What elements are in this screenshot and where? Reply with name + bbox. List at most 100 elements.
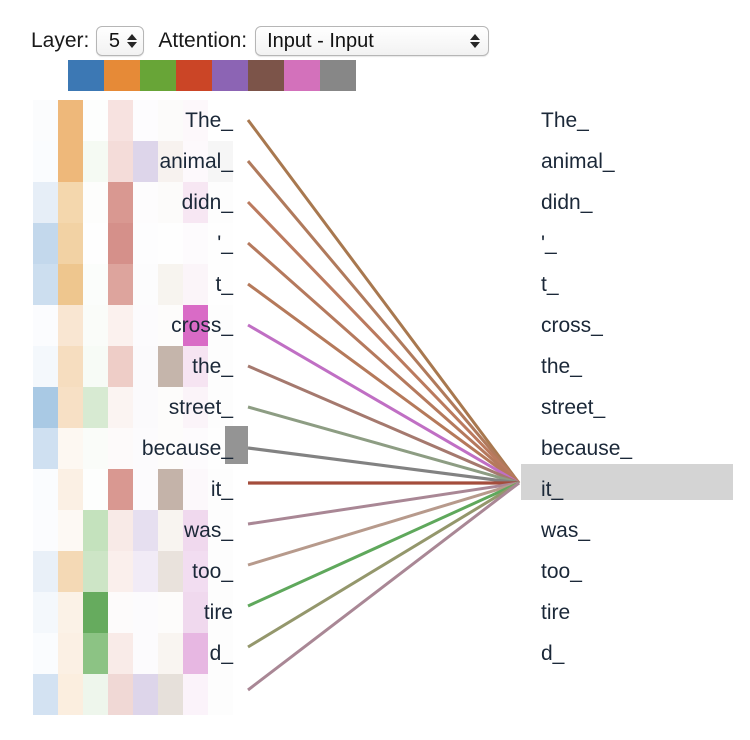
heatmap-cell-2-6[interactable]: [183, 182, 208, 223]
heatmap-cell-10-3[interactable]: [108, 510, 133, 551]
head-swatch-4[interactable]: [212, 60, 248, 91]
heatmap-cell-6-2[interactable]: [83, 346, 108, 387]
heatmap-cell-14-0[interactable]: [33, 674, 58, 715]
heatmap-cell-14-5[interactable]: [158, 674, 183, 715]
source-token-10[interactable]: was_: [183, 519, 233, 542]
heatmap-cell-3-3[interactable]: [108, 223, 133, 264]
target-token-3[interactable]: '_: [541, 232, 557, 255]
source-token-6[interactable]: the_: [192, 355, 233, 378]
target-token-0[interactable]: The_: [541, 109, 589, 132]
heatmap-cell-14-4[interactable]: [133, 674, 158, 715]
heatmap-cell-12-6[interactable]: [183, 592, 208, 633]
heatmap-cell-0-2[interactable]: [83, 100, 108, 141]
source-token-3[interactable]: '_: [217, 232, 233, 255]
heatmap-cell-13-1[interactable]: [58, 633, 83, 674]
heatmap-cell-3-1[interactable]: [58, 223, 83, 264]
heatmap-cell-9-2[interactable]: [83, 469, 108, 510]
heatmap-cell-3-2[interactable]: [83, 223, 108, 264]
heatmap-cell-12-4[interactable]: [133, 592, 158, 633]
heatmap-cell-11-1[interactable]: [58, 551, 83, 592]
heatmap-cell-5-4[interactable]: [133, 305, 158, 346]
heatmap-cell-7-1[interactable]: [58, 387, 83, 428]
heatmap-cell-0-4[interactable]: [133, 100, 158, 141]
heatmap-cell-13-6[interactable]: [183, 633, 208, 674]
heatmap-cell-9-4[interactable]: [133, 469, 158, 510]
heatmap-cell-10-2[interactable]: [83, 510, 108, 551]
heatmap-cell-3-0[interactable]: [33, 223, 58, 264]
head-swatch-5[interactable]: [248, 60, 284, 91]
heatmap-cell-9-1[interactable]: [58, 469, 83, 510]
layer-spinner[interactable]: [127, 34, 138, 48]
heatmap-cell-14-3[interactable]: [108, 674, 133, 715]
heatmap-cell-5-6[interactable]: [183, 305, 208, 346]
heatmap-cell-1-6[interactable]: [183, 141, 208, 182]
heatmap-cell-7-6[interactable]: [183, 387, 208, 428]
head-swatch-1[interactable]: [104, 60, 140, 91]
heatmap-cell-0-6[interactable]: [183, 100, 208, 141]
target-token-2[interactable]: didn_: [541, 191, 593, 214]
target-token-10[interactable]: was_: [541, 519, 591, 542]
attention-select[interactable]: Input - Input: [255, 26, 490, 56]
heatmap-cell-7-2[interactable]: [83, 387, 108, 428]
heatmap-cell-6-6[interactable]: [183, 346, 208, 387]
heatmap-cell-11-2[interactable]: [83, 551, 108, 592]
heatmap-cell-3-7[interactable]: [208, 223, 233, 264]
heatmap-cell-1-0[interactable]: [33, 141, 58, 182]
heatmap-cell-5-0[interactable]: [33, 305, 58, 346]
source-token-13[interactable]: d_: [209, 642, 233, 665]
heatmap-cell-9-3[interactable]: [108, 469, 133, 510]
heatmap-cell-11-0[interactable]: [33, 551, 58, 592]
heatmap-cell-2-2[interactable]: [83, 182, 108, 223]
heatmap-cell-7-3[interactable]: [108, 387, 133, 428]
heatmap-cell-12-2[interactable]: [83, 592, 108, 633]
heatmap-cell-13-4[interactable]: [133, 633, 158, 674]
heatmap-cell-14-6[interactable]: [183, 674, 208, 715]
heatmap-cell-10-5[interactable]: [158, 510, 183, 551]
target-token-7[interactable]: street_: [541, 396, 606, 419]
heatmap-cell-1-4[interactable]: [133, 141, 158, 182]
heatmap-cell-9-6[interactable]: [183, 469, 208, 510]
source-token-2[interactable]: didn_: [181, 191, 233, 214]
heatmap-cell-1-2[interactable]: [83, 141, 108, 182]
heatmap-cell-4-0[interactable]: [33, 264, 58, 305]
target-token-8[interactable]: because_: [541, 437, 633, 460]
target-token-12[interactable]: tire: [541, 601, 571, 624]
heatmap-cell-6-5[interactable]: [158, 346, 183, 387]
heatmap-cell-5-3[interactable]: [108, 305, 133, 346]
heatmap-cell-4-1[interactable]: [58, 264, 83, 305]
heatmap-cell-5-5[interactable]: [158, 305, 183, 346]
heatmap-cell-2-1[interactable]: [58, 182, 83, 223]
target-token-9[interactable]: it_: [541, 478, 564, 501]
heatmap-cell-6-0[interactable]: [33, 346, 58, 387]
heatmap-cell-7-0[interactable]: [33, 387, 58, 428]
heatmap-cell-2-4[interactable]: [133, 182, 158, 223]
heatmap-cell-2-5[interactable]: [158, 182, 183, 223]
heatmap-cell-10-4[interactable]: [133, 510, 158, 551]
head-swatch-2[interactable]: [140, 60, 176, 91]
heatmap-cell-12-3[interactable]: [108, 592, 133, 633]
source-token-4[interactable]: t_: [215, 273, 233, 296]
heatmap-cell-4-4[interactable]: [133, 264, 158, 305]
heatmap-cell-12-0[interactable]: [33, 592, 58, 633]
heatmap-cell-6-7[interactable]: [208, 346, 233, 387]
target-token-5[interactable]: cross_: [541, 314, 603, 337]
attention-heatmap[interactable]: [33, 100, 233, 715]
heatmap-cell-8-3[interactable]: [108, 428, 133, 469]
heatmap-cell-9-7[interactable]: [208, 469, 233, 510]
heatmap-cell-1-5[interactable]: [158, 141, 183, 182]
heatmap-cell-2-3[interactable]: [108, 182, 133, 223]
target-token-13[interactable]: d_: [541, 642, 565, 665]
heatmap-cell-10-0[interactable]: [33, 510, 58, 551]
heatmap-cell-2-7[interactable]: [208, 182, 233, 223]
heatmap-cell-6-4[interactable]: [133, 346, 158, 387]
head-swatch-6[interactable]: [284, 60, 320, 91]
heatmap-cell-4-5[interactable]: [158, 264, 183, 305]
heatmap-cell-11-4[interactable]: [133, 551, 158, 592]
source-token-12[interactable]: tire: [203, 601, 233, 624]
heatmap-cell-14-7[interactable]: [208, 674, 233, 715]
heatmap-cell-11-3[interactable]: [108, 551, 133, 592]
heatmap-cell-4-6[interactable]: [183, 264, 208, 305]
heatmap-cell-3-5[interactable]: [158, 223, 183, 264]
heatmap-cell-3-6[interactable]: [183, 223, 208, 264]
head-color-legend[interactable]: [68, 60, 356, 91]
